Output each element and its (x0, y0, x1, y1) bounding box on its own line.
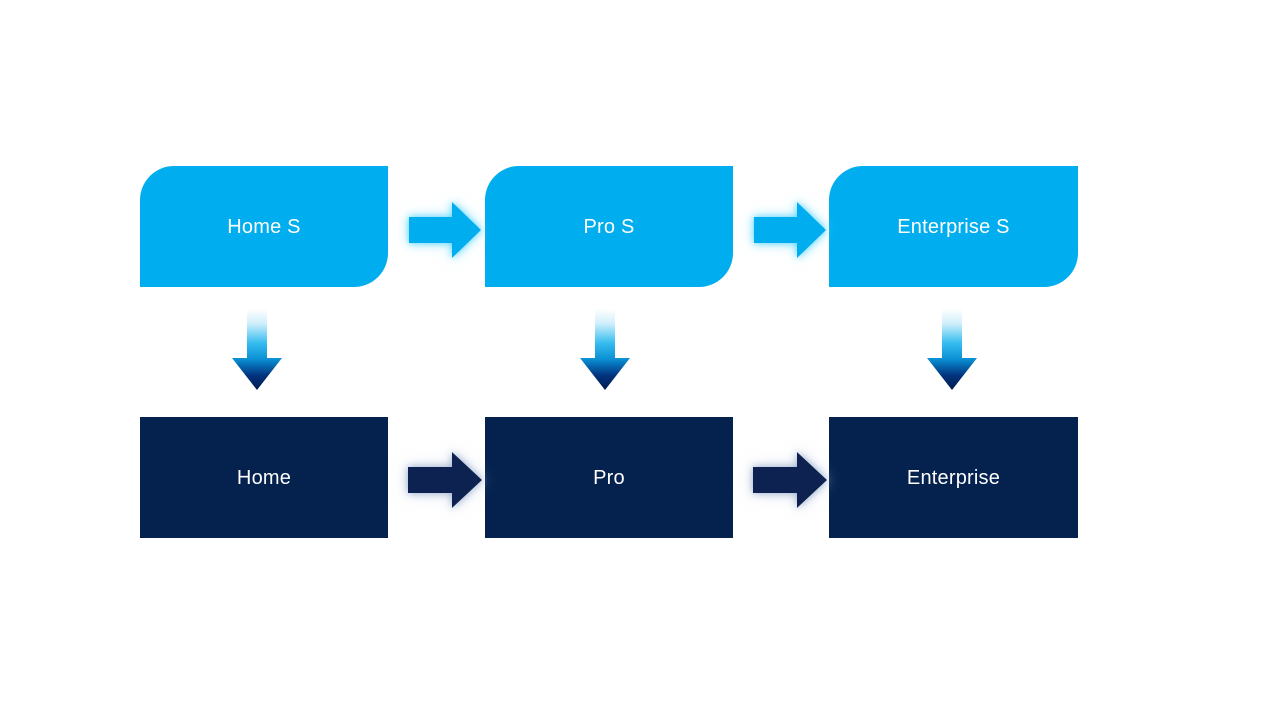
node-pro[interactable]: Pro (485, 417, 733, 538)
node-home-label: Home (236, 466, 292, 489)
node-pro-s[interactable]: Pro S (485, 166, 733, 287)
down-arrow-2-down-arrow-icon (576, 306, 636, 396)
service-arrow-1-right-arrow-icon (400, 190, 490, 270)
node-pro-label: Pro (593, 466, 625, 489)
node-enterprise-s[interactable]: Enterprise S (829, 166, 1078, 287)
down-arrow-3-down-arrow-icon (923, 306, 983, 396)
service-arrow-2-right-arrow-icon (745, 190, 835, 270)
product-arrow-1-right-arrow-icon (397, 440, 492, 520)
node-home-s[interactable]: Home S (140, 166, 388, 287)
node-pro-s-label: Pro S (583, 215, 635, 238)
node-enterprise-s-label: Enterprise S (897, 215, 1010, 238)
node-enterprise-label: Enterprise (906, 466, 1001, 489)
node-enterprise[interactable]: Enterprise (829, 417, 1078, 538)
product-arrow-2-right-arrow-icon (742, 440, 837, 520)
node-home-s-label: Home S (227, 215, 301, 238)
node-home[interactable]: Home (140, 417, 388, 538)
down-arrow-1-down-arrow-icon (228, 306, 288, 396)
